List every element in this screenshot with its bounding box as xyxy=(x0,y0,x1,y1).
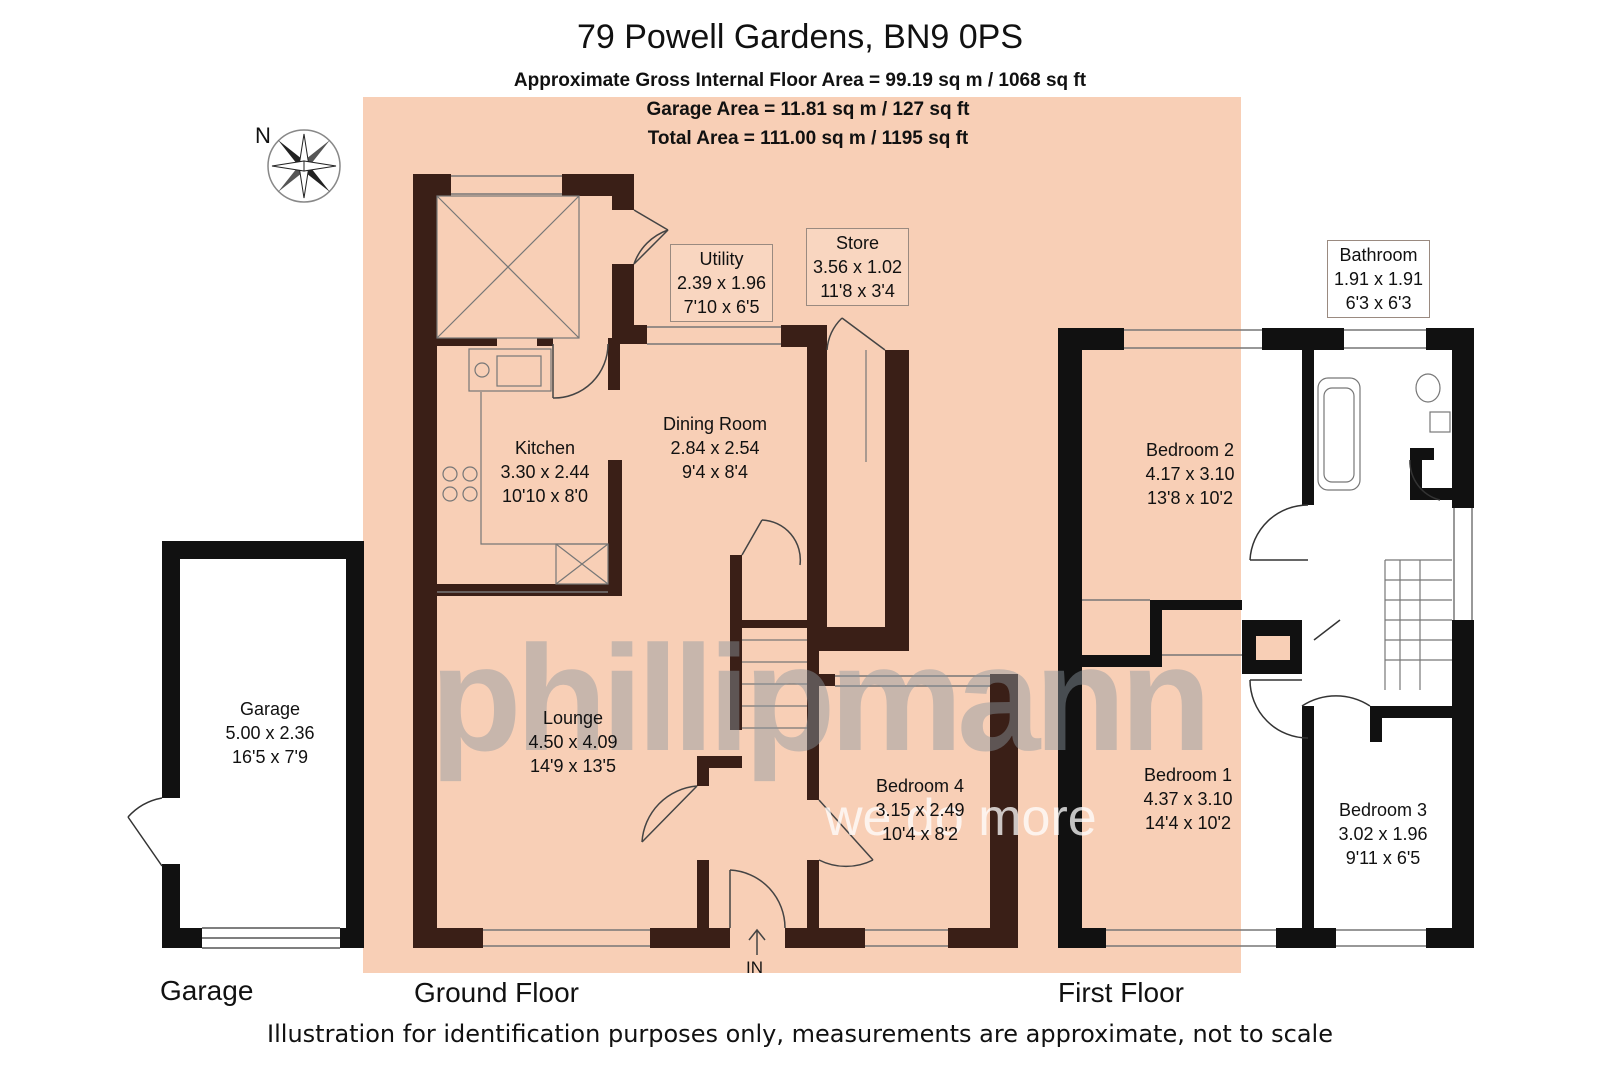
highlight-area xyxy=(363,97,1241,973)
garage-window xyxy=(202,927,340,949)
floor-label-ground: Ground Floor xyxy=(414,977,579,1008)
floor-label-garage: Garage xyxy=(160,975,254,1006)
first-floor-fixtures xyxy=(1317,373,1452,690)
floor-label-first: First Floor xyxy=(1058,977,1184,1008)
first-floor-walls xyxy=(1058,328,1474,948)
watermark-brand: phillipmann xyxy=(430,614,1212,782)
first-floor-doors xyxy=(1249,459,1441,739)
compass-label: N xyxy=(255,123,271,148)
compass-rose-icon xyxy=(267,129,341,203)
ground-floor-fixtures xyxy=(436,195,867,729)
ground-floor-walls xyxy=(413,174,1018,948)
entrance-label: IN xyxy=(746,958,763,977)
garage-walls xyxy=(162,541,364,948)
first-floor-windows xyxy=(1082,329,1473,947)
disclaimer-text: Illustration for identification purposes… xyxy=(267,1020,1333,1048)
total-area: Total Area = 111.00 sq m / 1195 sq ft xyxy=(647,128,969,149)
gross-area: Approximate Gross Internal Floor Area = … xyxy=(513,70,1087,91)
garage-area: Garage Area = 11.81 sq m / 127 sq ft xyxy=(646,99,970,120)
watermark-tagline: we do more xyxy=(825,789,1097,847)
ground-floor-doors xyxy=(552,209,886,955)
page-title: 79 Powell Gardens, BN9 0PS xyxy=(576,18,1024,56)
garage-side-door xyxy=(127,797,163,867)
ground-floor-windows xyxy=(437,175,990,947)
